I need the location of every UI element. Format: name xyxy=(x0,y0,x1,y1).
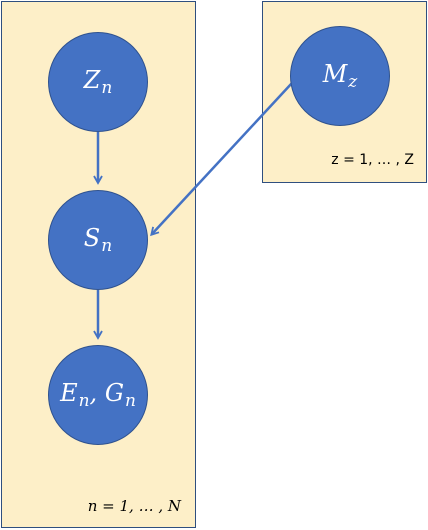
node-m: Mz xyxy=(290,26,390,126)
node-eg: En, Gn xyxy=(48,345,148,445)
node-eg-label: En, Gn xyxy=(60,379,136,411)
node-z-label: Zn xyxy=(83,66,113,98)
node-s-label: Sn xyxy=(83,224,113,256)
node-m-label: Mz xyxy=(322,60,358,92)
node-s: Sn xyxy=(48,190,148,290)
plate-n-label: n = 1, … , N xyxy=(87,497,181,515)
plate-z-label: z = 1, … , Z xyxy=(331,152,414,168)
node-z: Zn xyxy=(48,32,148,132)
